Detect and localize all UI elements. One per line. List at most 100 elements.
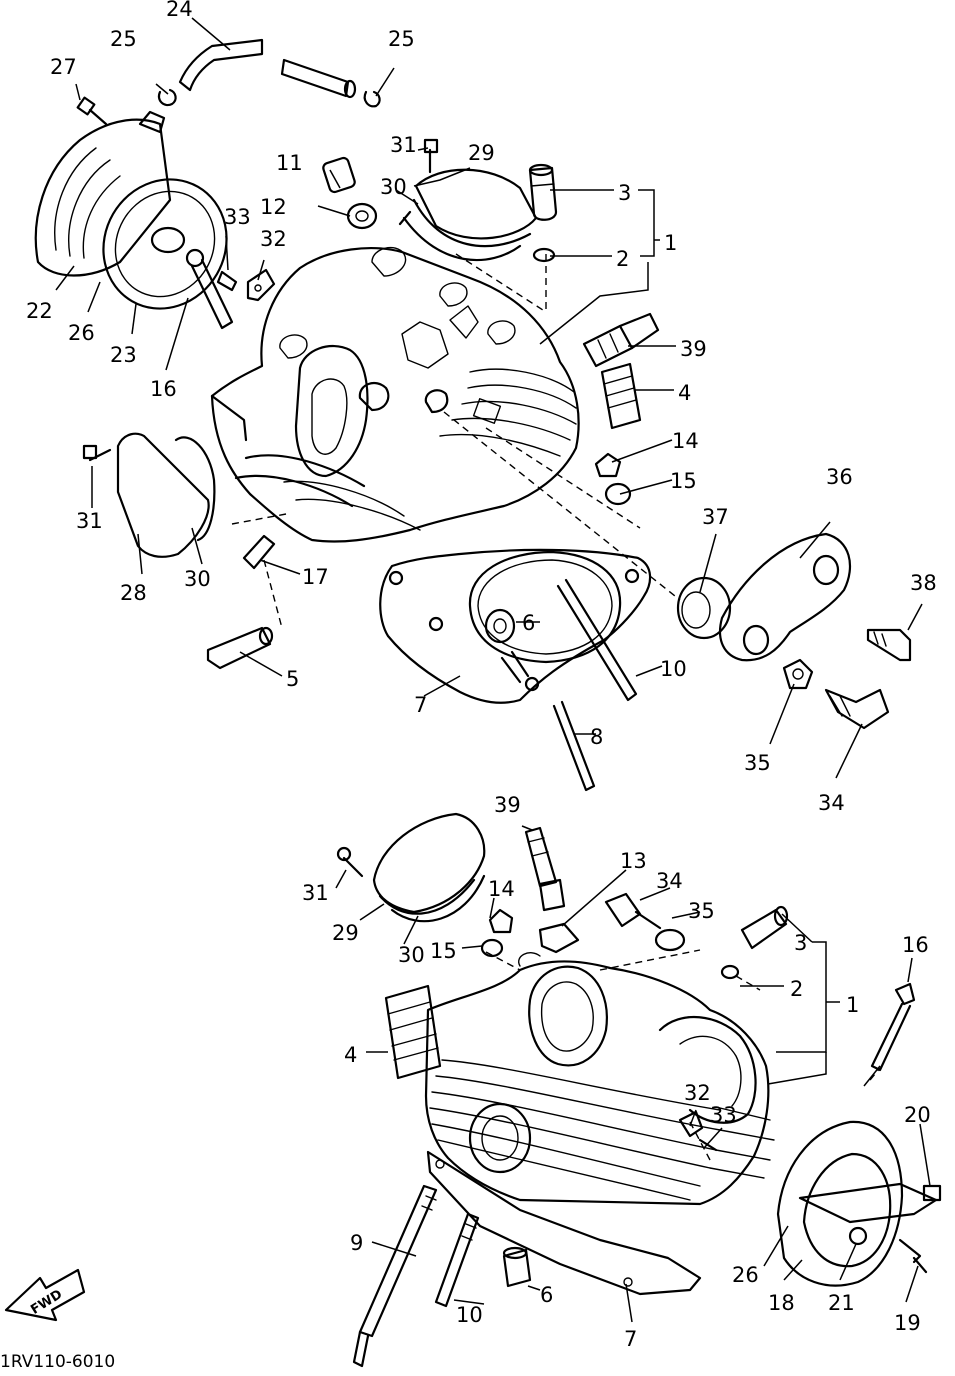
retainer-part: [594, 452, 632, 506]
drawing-code: 1RV110-6010: [0, 1352, 115, 1371]
part-label-lower-34: 34: [656, 869, 683, 893]
cylinder-gasket-part: [426, 1150, 702, 1296]
part-label-upper-8: 8: [590, 725, 603, 749]
part-label-upper-27: 27: [50, 55, 77, 79]
dowel-pin-part: [206, 534, 276, 670]
part-label-upper-11: 11: [276, 151, 303, 175]
part-label-upper-22: 22: [26, 299, 53, 323]
part-label-upper-31: 31: [390, 133, 417, 157]
part-label-lower-3: 3: [794, 931, 807, 955]
part-label-upper-30: 30: [380, 175, 407, 199]
side-cover-part: [776, 1120, 942, 1287]
cylinder-gasket-part: [379, 548, 652, 704]
part-label-upper-5: 5: [286, 667, 299, 691]
part-label-upper-25: 25: [388, 27, 415, 51]
nut-part: [782, 658, 814, 690]
part-label-upper-10: 10: [660, 657, 687, 681]
part-label-lower-6: 6: [540, 1283, 553, 1307]
part-label-lower-7: 7: [624, 1327, 637, 1351]
circlip-part: [532, 247, 556, 263]
cylinder-head-body: [424, 952, 775, 1206]
valve-spring-part: [600, 362, 642, 430]
part-label-upper-3: 3: [618, 181, 631, 205]
front-cylinder-head-assembly: [336, 812, 942, 1368]
cover-plate-part: [538, 922, 580, 954]
part-label-upper-30: 30: [184, 567, 211, 591]
part-label-upper-6: 6: [522, 611, 535, 635]
part-label-lower-1: 1: [846, 993, 859, 1017]
circlip-part: [720, 964, 740, 980]
part-label-lower-15: 15: [430, 939, 457, 963]
part-label-upper-14: 14: [672, 429, 699, 453]
valve-spring-part: [384, 984, 442, 1080]
part-label-upper-12: 12: [260, 195, 287, 219]
part-label-lower-9: 9: [350, 1231, 363, 1255]
stud-bolt-part: [352, 1184, 480, 1368]
part-label-upper-17: 17: [302, 565, 329, 589]
valve-cap-part: [372, 812, 486, 923]
part-label-lower-20: 20: [904, 1103, 931, 1127]
part-label-upper-32: 32: [260, 227, 287, 251]
small-bracket-part: [216, 268, 276, 302]
part-label-upper-23: 23: [110, 343, 137, 367]
part-label-lower-30: 30: [398, 943, 425, 967]
mount-bolt-part: [866, 628, 912, 662]
part-label-lower-18: 18: [768, 1291, 795, 1315]
part-label-upper-37: 37: [702, 505, 729, 529]
bolt-part: [76, 96, 108, 126]
dowel-part: [502, 1246, 532, 1288]
part-label-upper-28: 28: [120, 581, 147, 605]
part-label-lower-2: 2: [790, 977, 803, 1001]
part-label-upper-16: 16: [150, 377, 177, 401]
dowel-part: [484, 608, 516, 644]
part-label-upper-34: 34: [818, 791, 845, 815]
stud-bolt-part: [500, 578, 638, 792]
part-label-upper-24: 24: [166, 0, 193, 21]
part-label-lower-32: 32: [684, 1081, 711, 1105]
hose-clip-part: [157, 88, 381, 108]
long-stud-part: [185, 248, 234, 330]
long-stud-part: [870, 982, 916, 1072]
part-label-lower-21: 21: [828, 1291, 855, 1315]
part-label-upper-2: 2: [616, 247, 629, 271]
part-label-upper-36: 36: [826, 465, 853, 489]
part-label-upper-33: 33: [224, 205, 251, 229]
part-label-upper-25: 25: [110, 27, 137, 51]
flange-bolt-part: [604, 892, 686, 952]
part-label-lower-26: 26: [732, 1263, 759, 1287]
part-label-lower-31: 31: [302, 881, 329, 905]
retainer-part: [480, 908, 514, 958]
valve-guide-part: [528, 163, 558, 221]
part-label-upper-29: 29: [468, 141, 495, 165]
part-label-upper-39: 39: [680, 337, 707, 361]
part-label-upper-31: 31: [76, 509, 103, 533]
part-label-lower-13: 13: [620, 849, 647, 873]
part-label-lower-19: 19: [894, 1311, 921, 1335]
sleeve-part: [322, 156, 378, 230]
cylinder-head-body: [210, 246, 580, 543]
part-label-upper-1: 1: [664, 231, 677, 255]
part-label-upper-26: 26: [68, 321, 95, 345]
rear-cylinder-head-assembly: [34, 38, 912, 792]
flange-bolt-part: [824, 688, 890, 730]
part-label-lower-39: 39: [494, 793, 521, 817]
part-label-lower-10: 10: [456, 1303, 483, 1327]
screw-part: [336, 846, 364, 878]
part-label-upper-35: 35: [744, 751, 771, 775]
engine-bracket-part: [718, 532, 852, 662]
part-label-upper-38: 38: [910, 571, 937, 595]
spacer-part: [676, 576, 732, 640]
breather-hose-part: [178, 38, 357, 99]
tappet-cover-part: [82, 432, 216, 558]
leader-lines: [55, 17, 931, 1323]
part-label-lower-29: 29: [332, 921, 359, 945]
part-label-lower-16: 16: [902, 933, 929, 957]
part-label-lower-35: 35: [688, 899, 715, 923]
screw-part: [423, 138, 439, 174]
valve-cap-part: [398, 168, 538, 262]
forward-arrow-icon: FWD: [4, 1268, 86, 1322]
part-label-upper-7: 7: [414, 693, 427, 717]
part-label-lower-14: 14: [488, 877, 515, 901]
